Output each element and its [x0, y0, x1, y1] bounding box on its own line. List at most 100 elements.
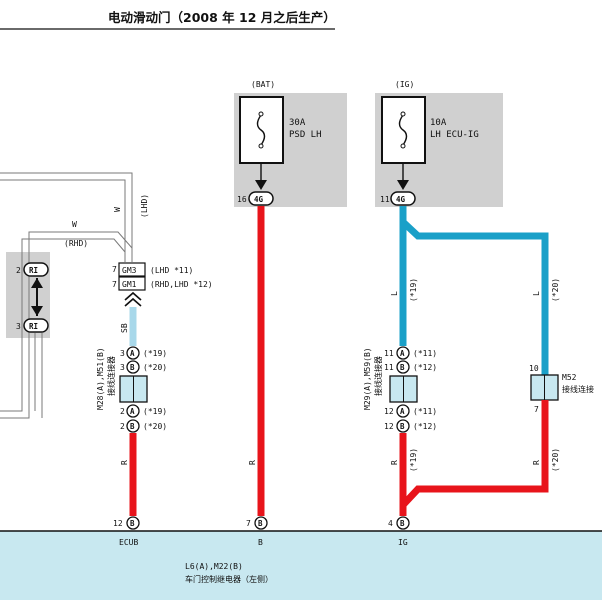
m28-bottom-pin-a: 2 A (*19) — [120, 404, 167, 418]
svg-text:B: B — [400, 363, 405, 372]
m52-pin-top-number: 10 — [529, 364, 539, 373]
svg-text:(*20): (*20) — [143, 422, 167, 431]
m28-label-line2: 接线连接器 — [106, 356, 116, 396]
gm3-note: (LHD *11) — [150, 266, 193, 275]
fuse-ig-node-bottom — [400, 143, 406, 149]
svg-text:11: 11 — [384, 349, 394, 358]
m28-top-pin-a: 3 A (*19) — [120, 346, 167, 360]
fuse-bat-rating: 30A — [289, 118, 306, 128]
svg-text:A: A — [130, 349, 135, 358]
fuse-bat-node-bottom — [258, 143, 264, 149]
svg-text:2: 2 — [120, 422, 125, 431]
relay-pin-bottom-label: RI — [29, 322, 38, 331]
relay-arrow-down-icon — [31, 306, 43, 316]
svg-text:2: 2 — [120, 407, 125, 416]
wire-label-lhd: (LHD) — [140, 194, 149, 218]
svg-text:(*12): (*12) — [413, 422, 437, 431]
fuse-ig-source: (IG) — [395, 80, 414, 89]
ecu-label-line1: L6(A),M22(B) — [185, 562, 243, 571]
relay-pin-bottom-number: 3 — [16, 322, 21, 331]
svg-text:12: 12 — [113, 519, 123, 528]
svg-text:(*20): (*20) — [143, 363, 167, 372]
svg-text:11: 11 — [384, 363, 394, 372]
sb-wire-label: SB — [120, 323, 129, 333]
svg-text:B: B — [130, 363, 135, 372]
svg-text:12: 12 — [384, 407, 394, 416]
m52-label-line1: M52 — [562, 373, 577, 382]
svg-text:3: 3 — [120, 363, 125, 372]
fuse-bat-icon — [256, 114, 266, 146]
ecu-label-line2: 车门控制继电器（左侧） — [185, 574, 273, 584]
left-harness-wires — [0, 172, 133, 419]
m52-label-line2: 接线连接 — [562, 384, 594, 394]
m29-bottom-pin-a: 12 A (*11) — [384, 404, 437, 418]
fuse-bat-source: (BAT) — [251, 80, 275, 89]
m29-wire-in-note: (*19) — [409, 278, 418, 302]
fuse-ig-icon — [398, 114, 408, 146]
m52-wire-out-note: (*20) — [551, 448, 560, 472]
gm3-connector-label: GM3 — [122, 266, 137, 275]
fuse-ig-connector-label: 4G — [396, 195, 406, 204]
relay-pin-top-label: RI — [29, 266, 38, 275]
m52-pin-bottom-number: 7 — [534, 405, 539, 414]
m28-bottom-pin-b: 2 B (*20) — [120, 419, 167, 433]
svg-text:3: 3 — [120, 349, 125, 358]
svg-text:A: A — [130, 407, 135, 416]
svg-text:12: 12 — [384, 422, 394, 431]
svg-text:(*19): (*19) — [143, 407, 167, 416]
svg-text:(*11): (*11) — [413, 407, 437, 416]
svg-text:B: B — [400, 519, 405, 528]
fuse-ig-node-top — [400, 111, 406, 117]
wire-label-w-vertical: W — [113, 207, 122, 212]
gm1-note: (RHD,LHD *12) — [150, 280, 213, 289]
fuse-bat-pin-number: 16 — [237, 195, 247, 204]
svg-text:B: B — [130, 519, 135, 528]
fuse-ig-name: LH ECU-IG — [430, 130, 479, 140]
m29-label-line2: 接线连接器 — [373, 356, 383, 396]
m29-wire-out-note: (*19) — [409, 448, 418, 472]
fuse-bat-arrow-icon — [255, 180, 267, 190]
m29-top-pin-a: 11 A (*11) — [384, 346, 437, 360]
relay-pin-top-connector — [23, 262, 49, 277]
fuse-bat-node-top — [258, 111, 264, 117]
gm1-connector-label: GM1 — [122, 280, 137, 289]
svg-text:4: 4 — [388, 519, 393, 528]
svg-text:7: 7 — [246, 519, 251, 528]
relay-arrow-up-icon — [31, 278, 43, 288]
m28-top-pin-b: 3 B (*20) — [120, 360, 167, 374]
m29-wire-in-label: L — [390, 291, 399, 296]
ecu-terminal-ecub: 12 B ECUB — [113, 516, 140, 547]
m29-label-line1: M29(A),M59(B) — [363, 347, 372, 410]
m28-label-line1: M28(A),M51(B) — [96, 347, 105, 410]
svg-text:A: A — [400, 349, 405, 358]
fuse-bat-connector — [248, 191, 274, 206]
relay-pin-bottom-connector — [23, 318, 49, 333]
fuse-ig-connector — [390, 191, 416, 206]
fuse-ig-arrow-icon — [397, 180, 409, 190]
ig-blue-wire — [399, 206, 549, 375]
fuse-ig-rating: 10A — [430, 118, 447, 128]
relay-pin-top-number: 2 — [16, 266, 21, 275]
ig-red-wire — [399, 400, 549, 516]
ecu-terminal-ig: 4 B IG — [388, 516, 410, 547]
fuse-bat-name: PSD LH — [289, 130, 322, 140]
svg-text:B: B — [400, 422, 405, 431]
svg-text:ECUB: ECUB — [119, 538, 138, 547]
svg-text:IG: IG — [398, 538, 408, 547]
fuse-ig-pin-number: 11 — [380, 195, 390, 204]
svg-text:(*12): (*12) — [413, 363, 437, 372]
bat-wire-label: R — [248, 460, 257, 465]
svg-text:(*11): (*11) — [413, 349, 437, 358]
ecub-wire-label: R — [120, 460, 129, 465]
fuse-bat-connector-label: 4G — [254, 195, 264, 204]
wire-label-w-horizontal: W — [72, 220, 77, 229]
m29-wire-out-label: R — [390, 460, 399, 465]
svg-text:(*19): (*19) — [143, 349, 167, 358]
svg-text:B: B — [130, 422, 135, 431]
svg-text:A: A — [400, 407, 405, 416]
gm3-connector — [118, 262, 146, 277]
m52-wire-in-label: L — [532, 291, 541, 296]
diagram-title: 电动滑动门（2008 年 12 月之后生产） — [108, 10, 336, 25]
m52-wire-out-label: R — [532, 460, 541, 465]
